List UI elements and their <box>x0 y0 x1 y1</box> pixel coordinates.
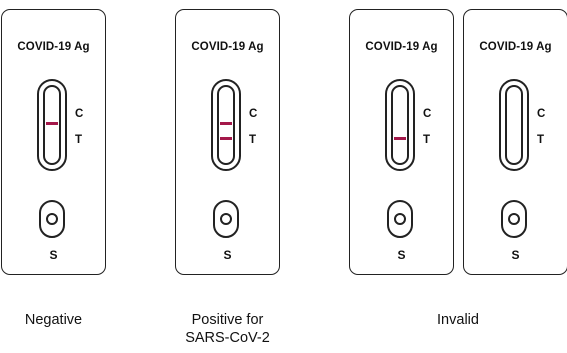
sample-well-hole <box>46 213 58 225</box>
negative-label-text: Negative <box>24 312 83 328</box>
result-window-inner <box>43 85 61 165</box>
control-line <box>220 122 232 125</box>
control-label: C <box>249 108 258 120</box>
sample-label: S <box>49 248 58 262</box>
result-window <box>499 79 529 171</box>
sample-well-hole <box>508 213 520 225</box>
test-cassette-invalid-no-lines: COVID-19 Ag C T S <box>463 9 567 275</box>
positive-label-line1: Positive for <box>191 312 264 328</box>
negative-label: Negative <box>1 311 106 329</box>
cassette-title: COVID-19 Ag <box>479 41 552 53</box>
test-cassette-positive: COVID-19 Ag C T S <box>175 9 280 275</box>
control-line <box>46 122 58 125</box>
sample-label: S <box>397 248 406 262</box>
sample-well-hole <box>394 213 406 225</box>
result-window-inner <box>217 85 235 165</box>
cassette-title: COVID-19 Ag <box>365 41 438 53</box>
result-window-inner <box>505 85 523 165</box>
cassette-title: COVID-19 Ag <box>191 41 264 53</box>
sample-well-hole <box>220 213 232 225</box>
result-window <box>211 79 241 171</box>
sample-well <box>501 200 527 238</box>
positive-label: Positive for SARS-CoV-2 <box>160 311 295 347</box>
sample-well <box>39 200 65 238</box>
test-label: T <box>249 134 257 146</box>
test-cassette-invalid-test-only: COVID-19 Ag C T S <box>349 9 454 275</box>
test-line <box>394 137 406 140</box>
invalid-label: Invalid <box>349 311 567 329</box>
result-window-inner <box>391 85 409 165</box>
sample-well <box>387 200 413 238</box>
test-line <box>220 137 232 140</box>
control-label: C <box>423 108 432 120</box>
cassette-title: COVID-19 Ag <box>17 41 90 53</box>
test-label: T <box>75 134 83 146</box>
control-label: C <box>75 108 84 120</box>
test-label: T <box>537 134 545 146</box>
invalid-label-text: Invalid <box>437 312 479 328</box>
result-window <box>385 79 415 171</box>
positive-label-line2: SARS-CoV-2 <box>185 330 270 346</box>
test-cassette-negative: COVID-19 Ag C T S <box>1 9 106 275</box>
sample-label: S <box>223 248 232 262</box>
sample-well <box>213 200 239 238</box>
control-label: C <box>537 108 546 120</box>
sample-label: S <box>511 248 520 262</box>
test-label: T <box>423 134 431 146</box>
result-window <box>37 79 67 171</box>
